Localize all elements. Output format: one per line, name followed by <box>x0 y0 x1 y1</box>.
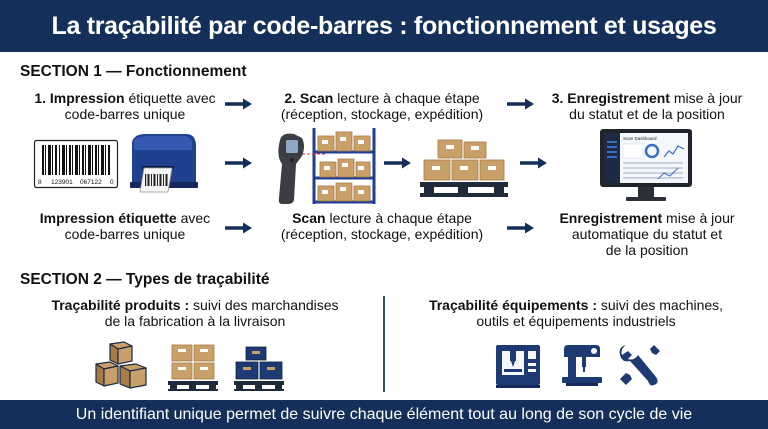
top-step-scan: 2. Scan lecture à chaque étape (réceptio… <box>262 90 502 122</box>
arrow-right-icon <box>384 157 411 169</box>
bottom-step-print-text: avec <box>176 210 211 226</box>
arrow-right-icon <box>520 157 547 169</box>
top-step-print-text: étiquette avec <box>124 90 216 106</box>
section2-title: SECTION 2 — Types de traçabilité <box>20 271 270 288</box>
bottom-step-record-line3: de la position <box>605 242 689 258</box>
arrow-right-icon <box>225 222 252 234</box>
arrow-right-icon <box>225 98 252 110</box>
equipment-tracing-rest: suivi des machines, <box>597 297 724 313</box>
barcode-label-icon: 8 123901 067122 0 <box>33 139 119 189</box>
cnc-machine-icon <box>496 345 540 388</box>
barcode-digit-right: 0 <box>110 179 114 186</box>
barcode-digit-left: 8 <box>38 179 42 186</box>
pallet-boxes-icon <box>420 139 508 197</box>
dashboard-monitor-icon: Scan Dashboard <box>600 129 692 201</box>
arrow-right-icon <box>225 157 252 169</box>
dashboard-title: Scan Dashboard <box>623 136 657 141</box>
sewing-machine-icon <box>562 345 602 386</box>
equipment-tracing-text: Traçabilité équipements : suivi des mach… <box>400 297 752 329</box>
bottom-step-print-line2: code-barres unique <box>64 226 186 242</box>
label-printer-icon <box>130 134 198 193</box>
equipment-tracing-bold: Traçabilité équipements : <box>428 297 597 313</box>
bottom-step-record-bold: Enregistrement <box>559 210 663 226</box>
pallet-boxes-icon <box>168 344 218 391</box>
page-title: La traçabilité par code-barres : fonctio… <box>51 11 717 40</box>
top-step-print: 1. Impression étiquette avec code-barres… <box>22 90 228 122</box>
wrench-screwdriver-icon <box>619 345 660 386</box>
products-tracing-text: Traçabilité produits : suivi des marchan… <box>22 297 368 329</box>
top-step-scan-bold: 2. Scan <box>284 90 334 106</box>
bottom-step-scan-text: lecture à chaque étape <box>325 210 472 226</box>
section1-title: SECTION 1 — Fonctionnement <box>20 63 247 80</box>
bottom-step-print-bold: Impression étiquette <box>39 210 177 226</box>
top-step-print-line2: code-barres unique <box>64 106 186 122</box>
top-step-record-line2: du statut et de la position <box>569 106 725 122</box>
bottom-step-record-text: mise à jour <box>662 210 735 226</box>
top-step-scan-text: lecture à chaque étape <box>333 90 480 106</box>
top-step-record-bold: 3. Enregistrement <box>551 90 670 106</box>
bottom-step-scan: Scan lecture à chaque étape (réception, … <box>262 210 502 242</box>
header-bar: La traçabilité par code-barres : fonctio… <box>0 0 768 52</box>
bottom-step-scan-line2: (réception, stockage, expédition) <box>280 226 484 242</box>
arrow-right-icon <box>507 98 534 110</box>
top-step-print-bold: 1. Impression <box>34 90 125 106</box>
barcode-digits-group1: 123901 <box>51 179 73 186</box>
top-step-record-text: mise à jour <box>669 90 743 106</box>
pallet-cargo-icon <box>234 346 284 391</box>
footer-text: Un identifiant unique permet de suivre c… <box>75 405 693 423</box>
footer-bar: Un identifiant unique permet de suivre c… <box>0 400 768 429</box>
products-tracing-bold: Traçabilité produits : <box>51 297 190 313</box>
barcode-digits-group2: 067122 <box>80 179 102 186</box>
bottom-step-print: Impression étiquette avec code-barres un… <box>18 210 232 242</box>
products-tracing-line2: de la fabrication à la livraison <box>104 313 286 329</box>
products-tracing-rest: suivi des marchandises <box>189 297 339 313</box>
barcode-scanner-icon <box>278 128 376 204</box>
equipment-tracing-line2: outils et équipements industriels <box>476 313 676 329</box>
top-step-scan-line2: (réception, stockage, expédition) <box>280 106 484 122</box>
bottom-step-scan-bold: Scan <box>292 210 326 226</box>
section2-divider <box>383 296 385 392</box>
boxes-stack-icon <box>95 341 147 389</box>
bottom-step-record-line2: automatique du statut et <box>571 226 723 242</box>
arrow-right-icon <box>507 222 534 234</box>
bottom-step-record: Enregistrement mise à jour automatique d… <box>534 210 760 258</box>
top-step-record: 3. Enregistrement mise à jour du statut … <box>536 90 758 122</box>
